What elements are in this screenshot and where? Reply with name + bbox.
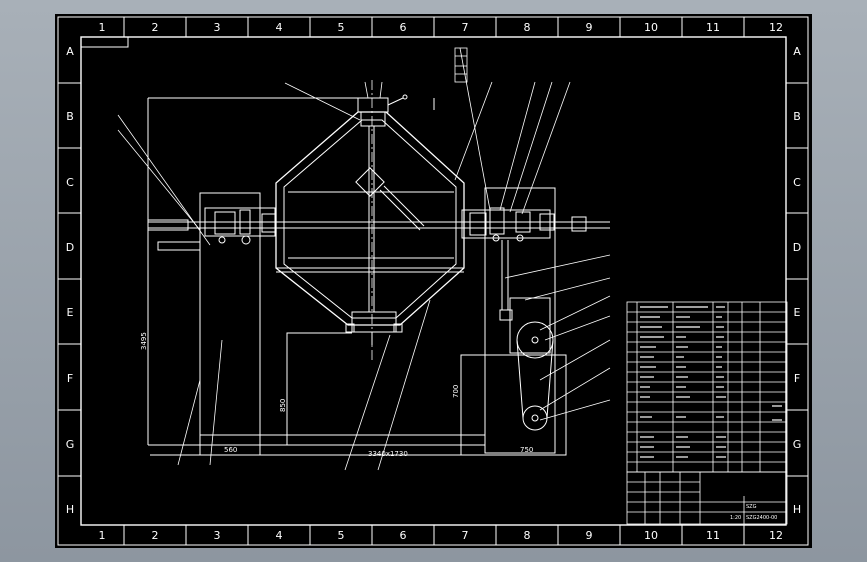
col-label-bottom: 12: [769, 529, 783, 542]
left-bearing: [204, 207, 276, 237]
col-label-top: 4: [276, 21, 283, 34]
title-block-scale: 1:20: [730, 515, 741, 521]
col-label-bottom: 3: [214, 529, 221, 542]
col-label-top: 12: [769, 21, 783, 34]
row-grid: [58, 82, 808, 477]
col-label-top: 9: [586, 21, 593, 34]
row-label-left: F: [67, 372, 73, 385]
row-label-left: H: [66, 503, 74, 516]
dim-left-support-width: 560: [224, 446, 237, 454]
col-label-bottom: 5: [338, 529, 345, 542]
dim-motor-base-width: 750: [520, 446, 533, 454]
row-label-right: C: [793, 176, 801, 189]
row-label-left: B: [66, 110, 74, 123]
parts-list: [626, 301, 788, 473]
col-label-top: 6: [400, 21, 407, 34]
row-label-left: A: [66, 45, 74, 58]
outer-border: [57, 16, 809, 546]
col-label-top: 2: [152, 21, 159, 34]
title-block-drawing-number: SZG2400-00: [746, 515, 777, 521]
vessel-outer: [275, 111, 465, 326]
row-label-left: E: [67, 306, 74, 319]
row-label-right: F: [794, 372, 800, 385]
leader-lines: [117, 47, 611, 471]
col-label-bottom: 9: [586, 529, 593, 542]
row-label-left: C: [66, 176, 74, 189]
drawing-sheet: [55, 14, 812, 548]
row-label-right: E: [794, 306, 801, 319]
title-block-title: SZG: [746, 504, 757, 510]
col-label-bottom: 8: [524, 529, 531, 542]
col-label-bottom: 7: [462, 529, 469, 542]
row-label-right: H: [793, 503, 801, 516]
title-block: [626, 471, 788, 525]
col-label-top: 1: [99, 21, 106, 34]
right-support: [484, 187, 556, 454]
row-label-right: G: [793, 438, 802, 451]
right-bearing: [461, 209, 551, 239]
row-label-right: B: [793, 110, 801, 123]
col-label-bottom: 6: [400, 529, 407, 542]
row-label-right: A: [793, 45, 801, 58]
row-label-left: G: [66, 438, 75, 451]
col-label-bottom: 10: [644, 529, 658, 542]
column-grid: [123, 17, 745, 545]
col-label-top: 3: [214, 21, 221, 34]
col-label-top: 5: [338, 21, 345, 34]
col-label-bottom: 11: [706, 529, 720, 542]
corner-mark: [81, 37, 129, 48]
dim-overall-height: 3495: [140, 332, 148, 350]
dim-center-support-height: 850: [279, 399, 287, 412]
col-label-top: 11: [706, 21, 720, 34]
center-support: [286, 332, 352, 445]
row-label-left: D: [66, 241, 74, 254]
col-label-bottom: 4: [276, 529, 283, 542]
col-label-bottom: 1: [99, 529, 106, 542]
col-label-top: 7: [462, 21, 469, 34]
parts-list-text: [640, 306, 782, 458]
row-label-right: D: [793, 241, 801, 254]
col-label-top: 10: [644, 21, 658, 34]
col-label-top: 8: [524, 21, 531, 34]
motor-base: [460, 354, 567, 456]
dim-base-length: 3340x1730: [368, 450, 408, 458]
col-label-bottom: 2: [152, 529, 159, 542]
dim-right-support-height: 700: [452, 385, 460, 398]
